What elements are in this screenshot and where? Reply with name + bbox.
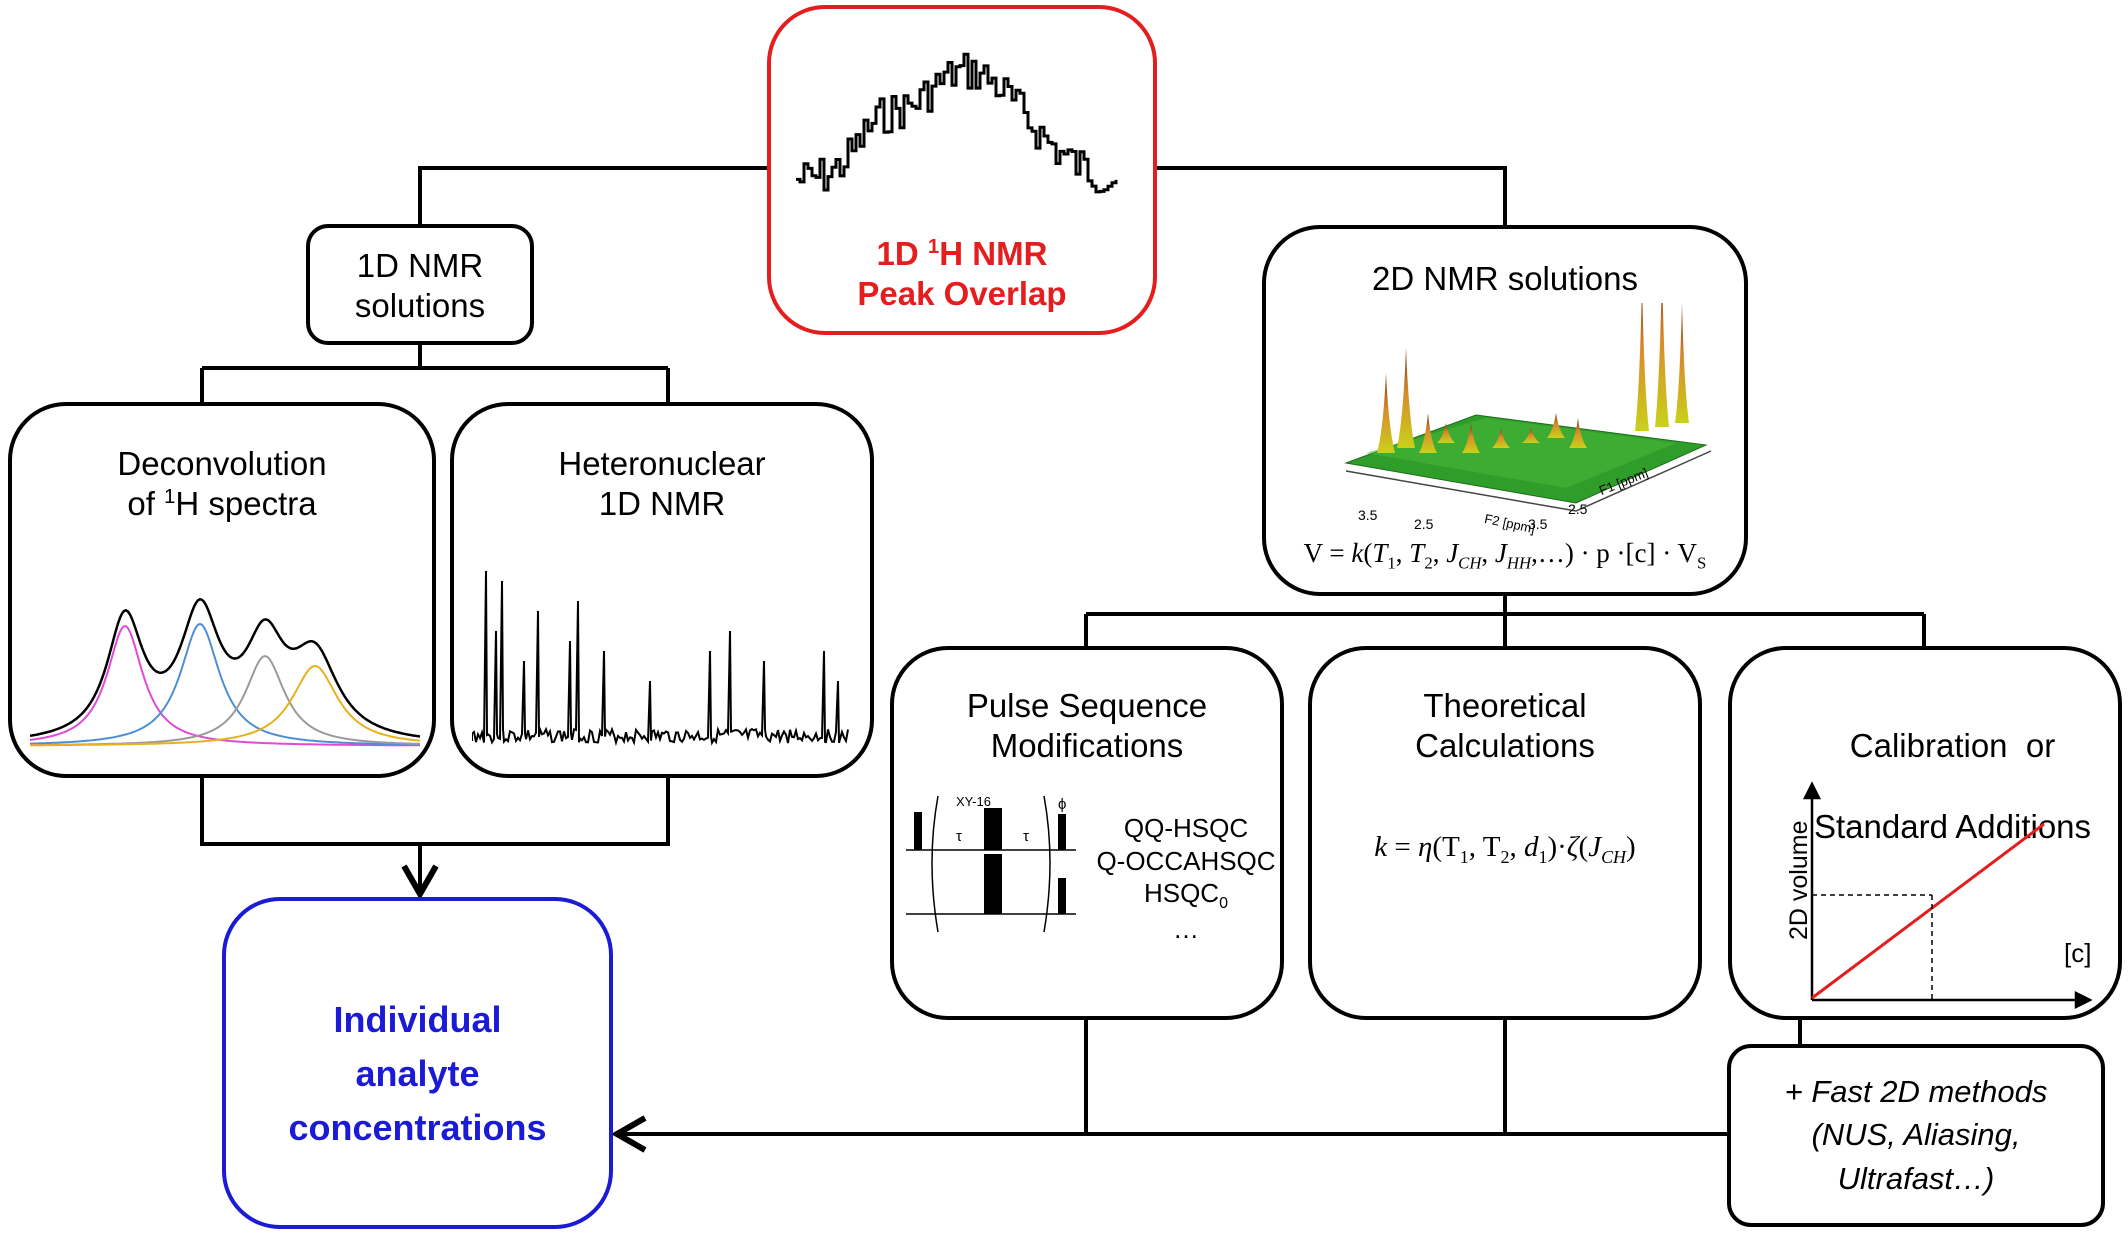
theoretical-box: Theoretical Calculations k = η(T1, T2, d…: [1308, 646, 1702, 1020]
loop-bracket-right: [1043, 795, 1051, 933]
bottom-merge-line: [617, 1018, 1802, 1134]
lorentzian-component-4: [30, 665, 421, 747]
pulse-variant-qq-hsqc: QQ-HSQC: [1123, 813, 1249, 843]
loop-bracket-left: [931, 795, 939, 933]
pulse-bar-1: [914, 812, 922, 850]
heteronuclear-title: Heteronuclear 1D NMR: [558, 445, 766, 523]
surface-peak: [1569, 418, 1587, 448]
calibration-xlabel: [c]: [2064, 938, 2092, 968]
2d-nmr-3d-surface: [1344, 303, 1712, 512]
pulse-sequence-diagram: [906, 795, 1076, 933]
1d-nmr-solutions-box: 1D NMR solutions: [306, 224, 534, 345]
2d-tick-2-5-right: 2.5: [1568, 501, 1588, 517]
2d-split-line: [1084, 593, 1926, 648]
pulse-bar-5: [1058, 878, 1066, 914]
pulse-bar-3: [984, 854, 1002, 914]
fast-2d-text: + Fast 2D methods (NUS, Aliasing, Ultraf…: [1784, 1074, 2048, 1196]
surface-peak: [1547, 413, 1565, 438]
surface-peak: [1522, 428, 1540, 443]
pulse-phi: ϕ: [1058, 796, 1067, 813]
fast-2d-box: + Fast 2D methods (NUS, Aliasing, Ultraf…: [1727, 1044, 2105, 1227]
lorentzian-sum: [30, 597, 421, 738]
lorentzian-component-3: [30, 655, 421, 747]
result-title: Individual analyte concentrations: [288, 999, 547, 1148]
heteronuclear-spectrum-plot: [472, 570, 849, 747]
surface-peak: [1437, 423, 1455, 443]
1d-merge-line: [200, 776, 670, 894]
2d-nmr-solutions-title: 2D NMR solutions: [1372, 260, 1638, 297]
heteronuclear-box: Heteronuclear 1D NMR: [450, 402, 874, 778]
pulse-variant-list: QQ-HSQC Q-OCCAHSQC HSQC0 …: [1090, 812, 1282, 946]
surface-peak: [1462, 423, 1480, 453]
result-box: Individual analyte concentrations: [222, 897, 613, 1229]
2d-tick-3-5-right: 3.5: [1528, 516, 1548, 532]
calibration-plot: [1802, 781, 2092, 1010]
peak-overlap-box: 1D 1H NMR Peak Overlap: [767, 5, 1157, 335]
1d-split-line: [200, 343, 670, 404]
pulse-bar-2: [984, 808, 1002, 850]
surface-peak: [1377, 373, 1395, 453]
2d-tick-2-5-left: 2.5: [1414, 516, 1434, 532]
calibration-line: [1811, 822, 2045, 1000]
deconvolution-title: Deconvolution of 1H spectra: [117, 445, 327, 523]
surface-peak: [1397, 348, 1415, 448]
lorentzian-component-2: [30, 622, 421, 746]
top-to-left-line: [418, 166, 770, 228]
surface-peak: [1492, 428, 1510, 448]
1d-nmr-solutions-title: 1D NMR solutions: [354, 247, 486, 325]
pulse-sequence-title: Pulse Sequence Modifications: [966, 687, 1208, 765]
2d-volume-equation: V = k(T1, T2, JCH, JHH,…) · p ·[c] · VS: [1303, 538, 1707, 573]
2d-tick-3-5-left: 3.5: [1358, 507, 1378, 523]
pulse-sequence-box: Pulse Sequence Modifications XY-16 τ τ ϕ…: [890, 646, 1284, 1020]
calibration-box: Calibration or Standard Additions 2D vol…: [1728, 646, 2122, 1020]
theoretical-title: Theoretical Calculations: [1415, 687, 1595, 765]
deconvolution-box: Deconvolution of 1H spectra: [8, 402, 436, 778]
surface-peak: [1419, 413, 1437, 453]
pulse-xy16-label: XY-16: [956, 794, 991, 809]
calibration-ylabel: 2D volume: [1784, 820, 1813, 941]
theoretical-formula: k = η(T1, T2, d1)·ζ(JCH): [1374, 831, 1636, 867]
pulse-variant-ellipsis: …: [1173, 914, 1199, 945]
lorentzian-component-1: [30, 625, 420, 747]
surface-peak: [1635, 303, 1649, 431]
top-to-right-line: [1155, 166, 1507, 226]
pulse-tau-1: τ: [956, 828, 962, 845]
pulse-variant-hsqc0: HSQC0: [1143, 878, 1229, 913]
pulse-tau-2: τ: [1023, 828, 1029, 845]
overlapped-spectrum-plot: [796, 52, 1118, 194]
deconvolution-plot: [30, 597, 421, 747]
pulse-bar-4: [1058, 814, 1066, 850]
calibration-title: Calibration or Standard Additions: [1813, 727, 2092, 845]
pulse-variant-q-occahsqc: Q-OCCAHSQC: [1096, 845, 1276, 876]
peak-overlap-title: 1D 1H NMR Peak Overlap: [857, 235, 1067, 313]
2d-nmr-solutions-box: 2D NMR solutions 3.5 2.5 F2 [ppm] 3.5 2.…: [1262, 225, 1748, 596]
surface-peak: [1675, 303, 1689, 423]
surface-peak: [1655, 303, 1669, 427]
